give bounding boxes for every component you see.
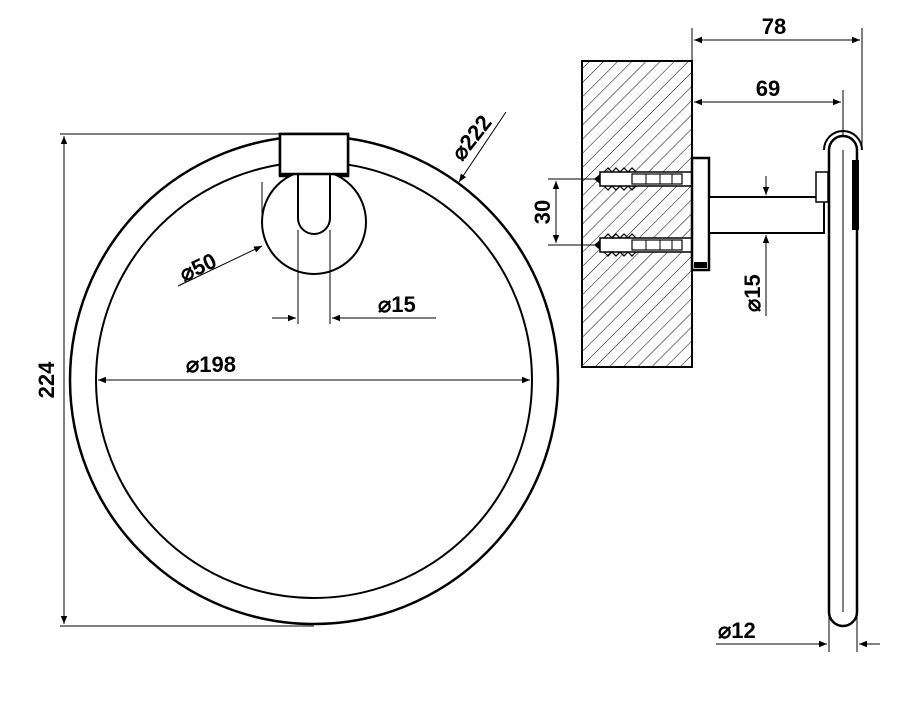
clamp-block-front [278, 132, 350, 176]
post-diameter-side-label: ⌀15 [740, 274, 765, 312]
bar-shadow [852, 160, 859, 230]
bar-diameter-label: ⌀12 [718, 618, 756, 643]
plate-set-screw [694, 262, 707, 268]
overall-depth-label: 78 [762, 14, 786, 39]
front-view: 224 ⌀198 ⌀222 ⌀50 ⌀15 [34, 110, 560, 627]
inner-diameter-label: ⌀198 [186, 352, 236, 377]
post-diameter-front-label: ⌀15 [378, 292, 416, 317]
side-view: 78 69 30 ⌀15 ⌀12 [530, 14, 880, 652]
arm-clamp [815, 171, 829, 203]
height-label: 224 [34, 361, 59, 398]
upper-screw-anchor [594, 167, 693, 191]
lower-screw-anchor [594, 233, 693, 257]
post-front [297, 176, 331, 235]
mounting-spacing-label: 30 [530, 200, 555, 224]
ring-depth-label: 69 [756, 76, 780, 101]
outer-diameter-leader [458, 111, 507, 183]
support-arm [708, 196, 825, 234]
wall-section [581, 60, 693, 368]
base-diameter-label: ⌀50 [176, 248, 221, 287]
base-diameter-leader [177, 245, 263, 287]
mounting-plate [690, 156, 711, 272]
